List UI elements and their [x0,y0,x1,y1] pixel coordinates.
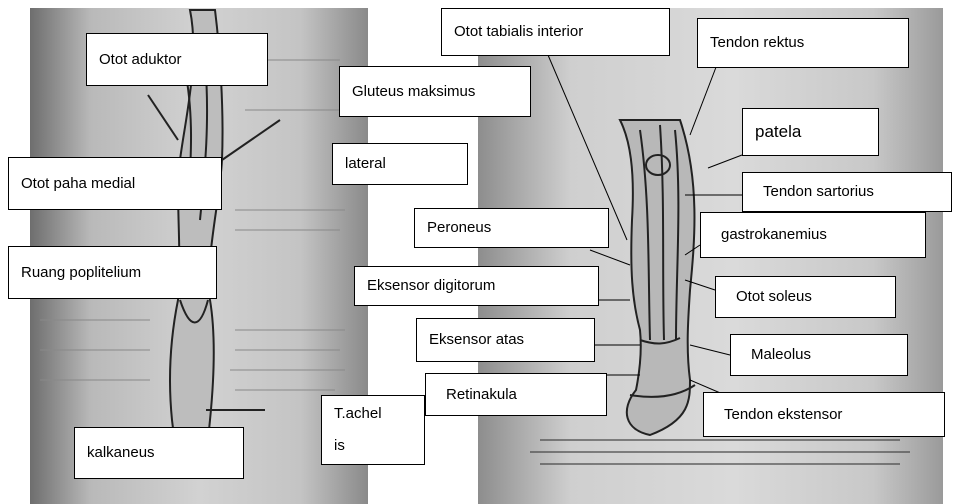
label-t-achel-line2: is [334,437,345,455]
label-kalkaneus: kalkaneus [74,427,244,479]
label-otot-soleus: Otot soleus [715,276,896,318]
label-otot-aduktor: Otot aduktor [86,33,268,86]
label-t-achel-is: T.achel is [321,395,425,465]
label-gastrokanemius: gastrokanemius [700,212,926,258]
label-eksensor-atas: Eksensor atas [416,318,595,362]
label-tendon-sartorius: Tendon sartorius [742,172,952,212]
label-ruang-poplitelium: Ruang poplitelium [8,246,217,299]
label-tendon-ekstensor: Tendon ekstensor [703,392,945,437]
label-peroneus: Peroneus [414,208,609,248]
label-otot-paha-medial: Otot paha medial [8,157,222,210]
label-patela: patela [742,108,879,156]
right-caption-lines [530,440,910,464]
label-retinakula: Retinakula [425,373,607,416]
label-eksensor-digitorum: Eksensor digitorum [354,266,599,306]
label-otot-tabialis-interior: Otot tabialis interior [441,8,670,56]
label-tendon-rektus: Tendon rektus [697,18,909,68]
right-leg-drawing [620,120,695,435]
label-t-achel-line1: T.achel [334,405,382,423]
label-maleolus: Maleolus [730,334,908,376]
label-lateral: lateral [332,143,468,185]
label-gluteus-maksimus: Gluteus maksimus [339,66,531,117]
